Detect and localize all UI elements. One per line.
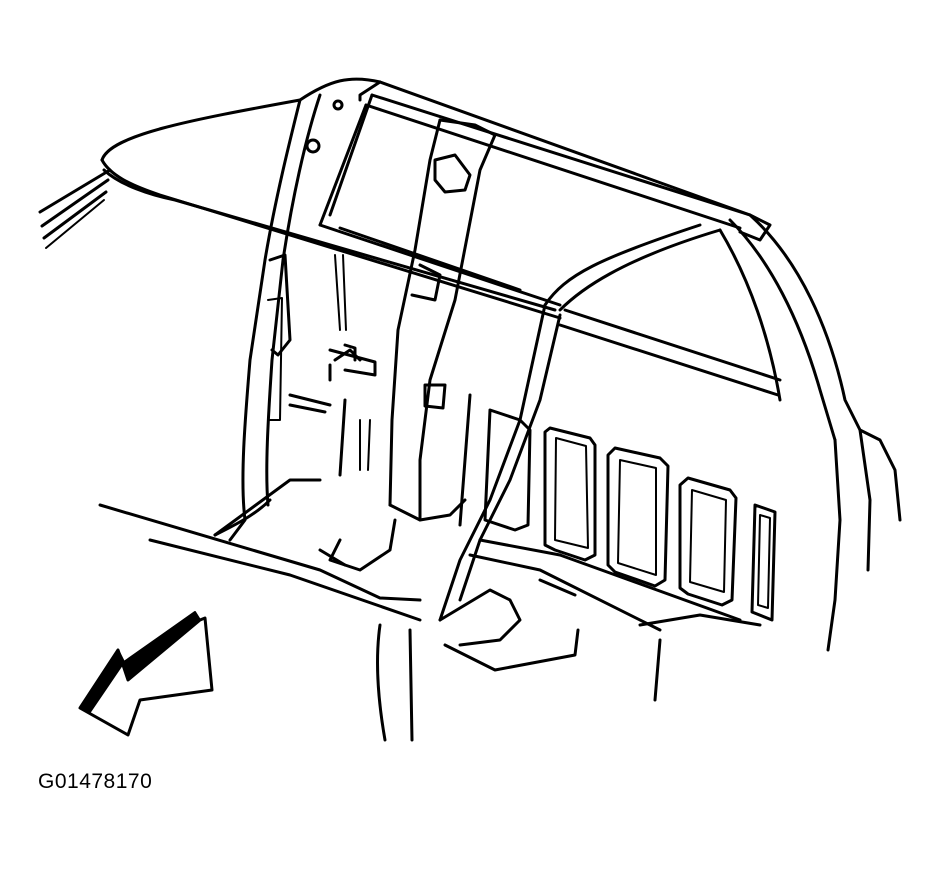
roof-left-edge — [38, 168, 112, 249]
back-wall-details — [328, 254, 377, 477]
right-rear-pillar — [438, 213, 902, 652]
roof-panel — [100, 77, 752, 320]
rear-window-frame — [318, 93, 772, 307]
arrow-down-left-icon — [78, 611, 214, 737]
figure-id-label: G01478170 — [38, 770, 153, 793]
left-pillar — [213, 93, 344, 542]
rear-ledge — [558, 308, 782, 397]
seat-floor — [98, 478, 762, 742]
center-pillar — [318, 118, 497, 572]
rear-wall-panels — [458, 393, 777, 622]
